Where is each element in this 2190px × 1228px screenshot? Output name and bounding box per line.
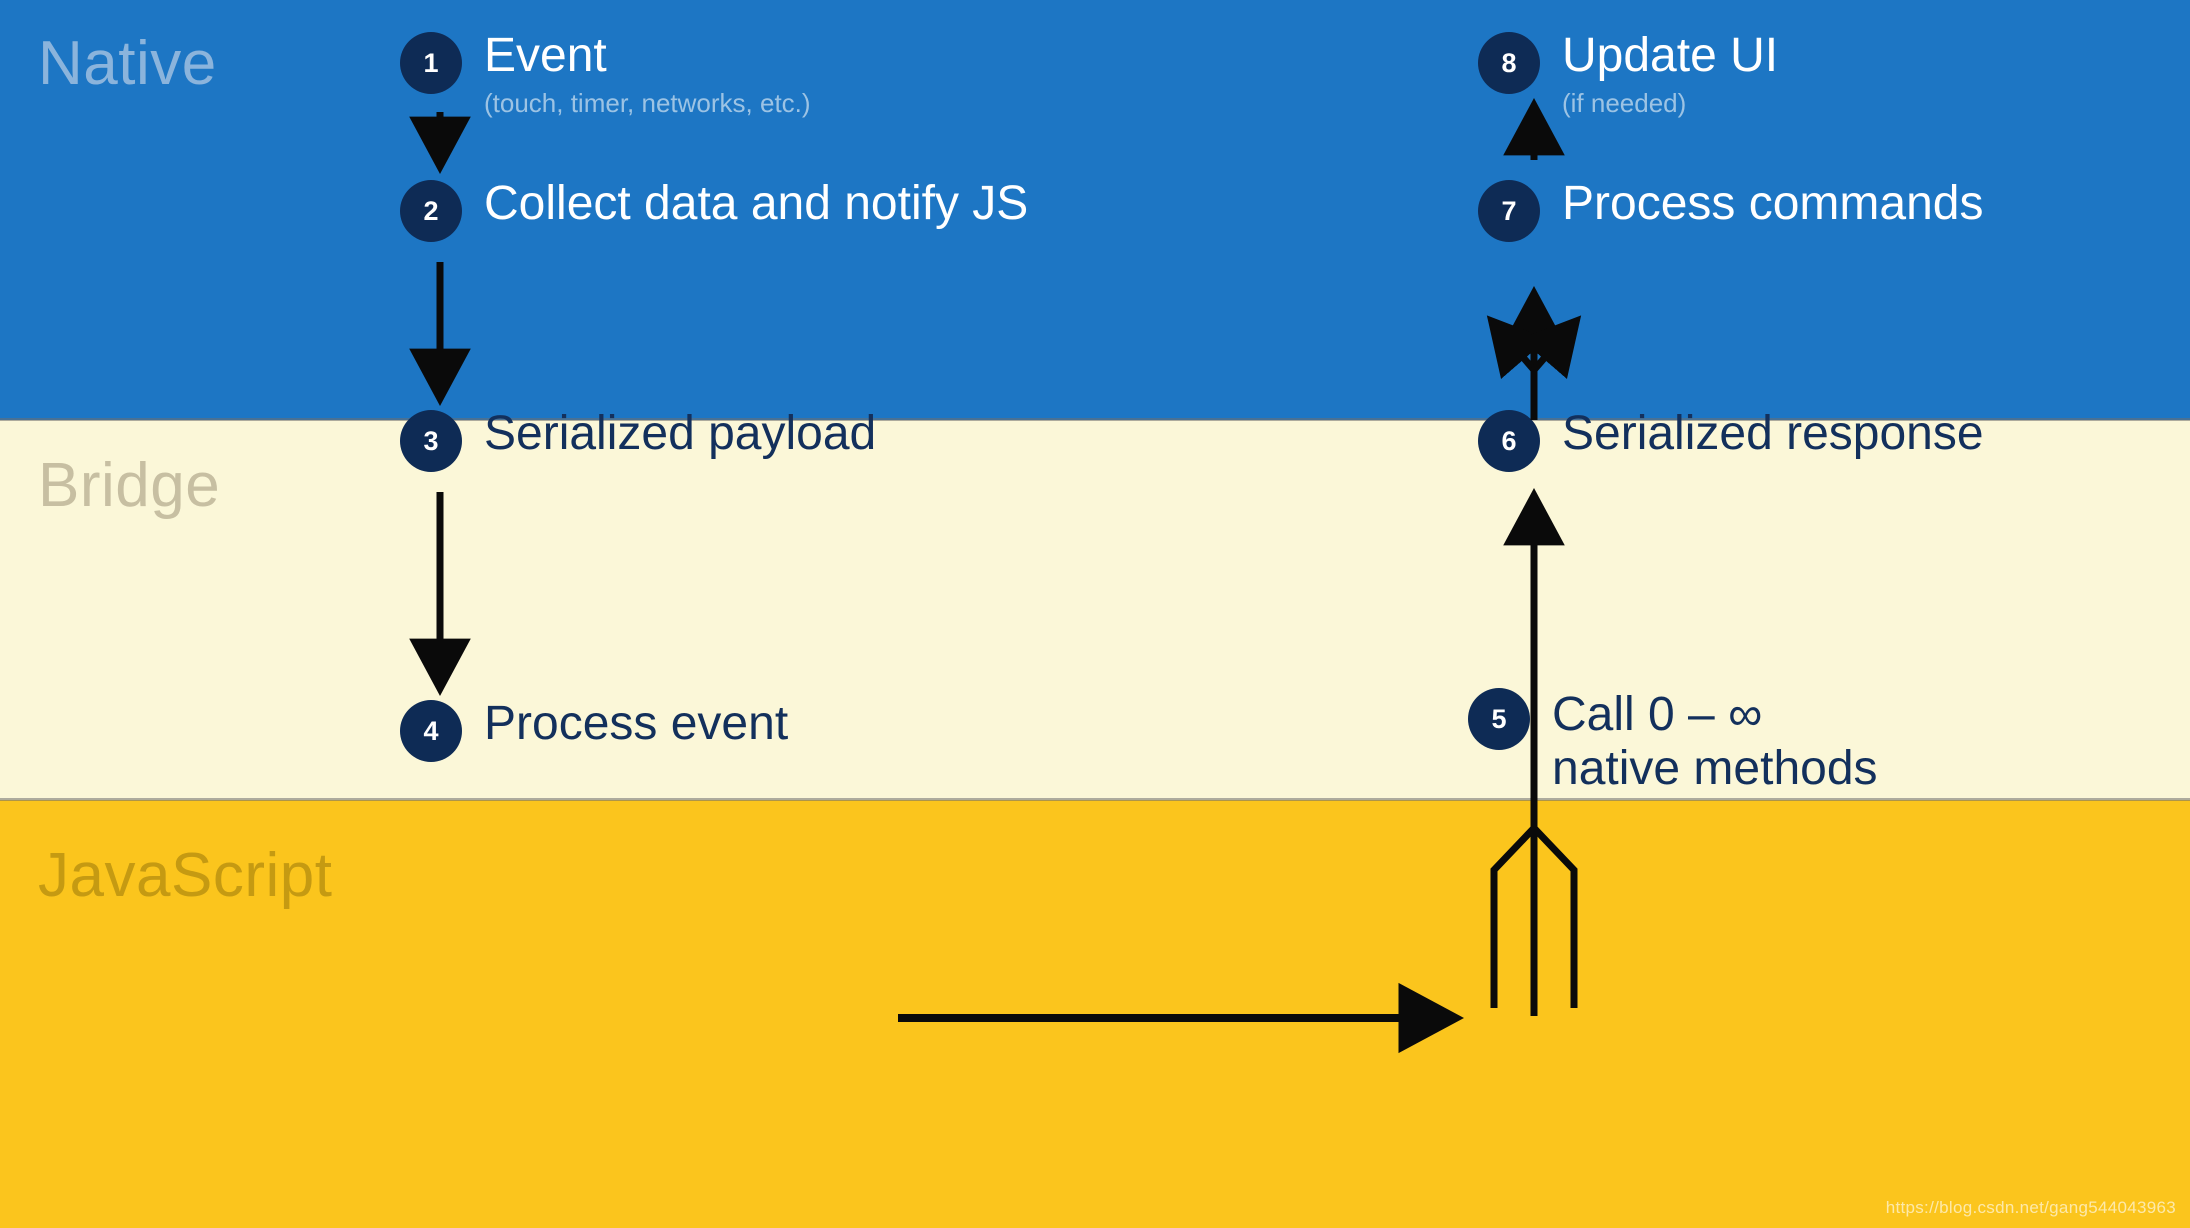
step-number-badge-4: 4	[400, 700, 462, 762]
step-text-4: Process event	[484, 697, 789, 750]
band-label-javascript: JavaScript	[38, 841, 333, 910]
step-title-4: Process event	[484, 697, 789, 750]
band-bridge	[0, 420, 2190, 800]
step-number-badge-7: 7	[1478, 180, 1540, 242]
step-6: 6 Serialized response	[1478, 407, 1984, 472]
step-subtitle-1: (touch, timer, networks, etc.)	[484, 87, 811, 118]
step-text-7: Process commands	[1562, 177, 1984, 230]
step-2: 2 Collect data and notify JS	[400, 177, 1029, 242]
step-title-2: Collect data and notify JS	[484, 177, 1029, 230]
band-label-native: Native	[38, 29, 217, 98]
step-text-3: Serialized payload	[484, 407, 877, 460]
step-title-5: Call 0 – ∞	[1552, 688, 1763, 741]
step-text-1: Event (touch, timer, networks, etc.)	[484, 29, 811, 121]
step-number-badge-6: 6	[1478, 410, 1540, 472]
step-text-2: Collect data and notify JS	[484, 177, 1029, 230]
step-text-5: Call 0 – ∞ native methods	[1552, 688, 1878, 796]
band-divider-native-bridge	[0, 418, 2190, 421]
watermark: https://blog.csdn.net/gang544043963	[1885, 1198, 2176, 1217]
step-4: 4 Process event	[400, 697, 789, 762]
step-1: 1 Event (touch, timer, networks, etc.)	[400, 29, 811, 121]
band-native	[0, 0, 2190, 420]
step-title-5-line2: native methods	[1552, 741, 1878, 795]
step-5: 5 Call 0 – ∞ native methods	[1468, 688, 1878, 796]
step-number-badge-2: 2	[400, 180, 462, 242]
step-title-3: Serialized payload	[484, 407, 877, 460]
band-divider-bridge-javascript	[0, 798, 2190, 801]
step-3: 3 Serialized payload	[400, 407, 877, 472]
step-title-7: Process commands	[1562, 177, 1984, 230]
step-title-6: Serialized response	[1562, 407, 1984, 460]
step-subtitle-8: (if needed)	[1562, 87, 1687, 118]
step-text-8: Update UI (if needed)	[1562, 29, 1779, 121]
step-number-badge-8: 8	[1478, 32, 1540, 94]
band-label-bridge: Bridge	[38, 451, 221, 520]
step-7: 7 Process commands	[1478, 177, 1984, 242]
step-title-8: Update UI	[1562, 29, 1779, 82]
step-number-badge-5: 5	[1468, 688, 1530, 750]
step-title-1: Event	[484, 29, 607, 82]
step-number-badge-1: 1	[400, 32, 462, 94]
step-8: 8 Update UI (if needed)	[1478, 29, 1779, 121]
step-text-6: Serialized response	[1562, 407, 1984, 460]
step-number-badge-3: 3	[400, 410, 462, 472]
